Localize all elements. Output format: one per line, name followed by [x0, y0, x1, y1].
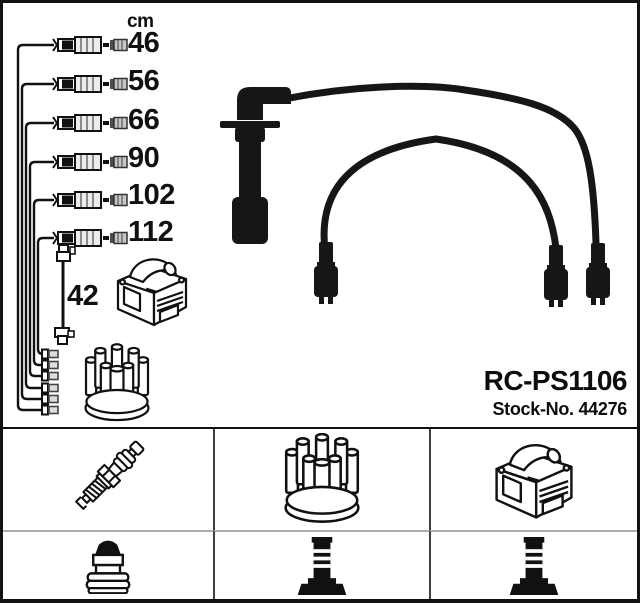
distributor-cap-icon: [284, 433, 360, 524]
long-lead-cable: [280, 82, 600, 247]
lead-connector: [586, 243, 610, 305]
spark-plug-icon: [70, 436, 149, 515]
coil-lead-length-label: 42: [67, 280, 99, 312]
lead-connector: [544, 245, 568, 307]
cable-length-label: 46: [128, 27, 160, 59]
legend-cell-coil-terminal: [429, 530, 637, 599]
legend-cell-ignition-coil: [429, 429, 637, 530]
wire-icon-66: [52, 114, 128, 132]
lead-connector: [314, 242, 338, 304]
wire-icon-112: [52, 229, 128, 247]
coil-lead-illustration: [54, 244, 76, 345]
wire-length-rows: [52, 36, 128, 247]
arched-lead-cable: [320, 135, 560, 254]
coil-terminal-icon: [509, 537, 559, 595]
legend-cell-spark-plug: [3, 429, 213, 530]
cable-length-label: 66: [128, 104, 160, 136]
ignition-coil-illustration: [116, 257, 188, 327]
spark-plug-boot: [220, 87, 291, 244]
cable-length-label: 56: [128, 65, 160, 97]
wire-icon-90: [52, 153, 128, 171]
wire-icon-46: [52, 36, 128, 54]
legend-cell-distributor-terminal: [213, 530, 429, 599]
bundle-terminal-icons: [41, 348, 59, 416]
cable-length-label: 102: [128, 179, 175, 211]
unit-label: cm: [127, 11, 154, 32]
wire-icon-102: [52, 191, 128, 209]
distributor-cap-illustration: [84, 343, 150, 422]
cable-length-label: 90: [128, 142, 160, 174]
diagram-graphics: [16, 36, 610, 422]
legend-grid: [3, 427, 637, 601]
part-number: RC-PS1106: [483, 365, 628, 396]
part-identification: RC-PS1106 Stock-No. 44276: [483, 365, 628, 420]
wire-bundle-lines: [16, 43, 54, 412]
legend-cell-plug-terminal-nut: [3, 530, 213, 599]
stock-number: Stock-No. 44276: [492, 399, 627, 419]
ignition-coil-icon: [494, 443, 574, 520]
legend-cell-distributor-cap: [213, 429, 429, 530]
cable-photo: [220, 82, 610, 307]
diagram-section: cm 46 56 66 90 102 112 42 RC-PS1106 Stoc…: [3, 3, 637, 427]
cable-length-label: 112: [128, 216, 174, 248]
plug-terminal-nut-icon: [85, 539, 131, 594]
wire-icon-56: [52, 75, 128, 93]
distributor-terminal-icon: [297, 537, 347, 595]
